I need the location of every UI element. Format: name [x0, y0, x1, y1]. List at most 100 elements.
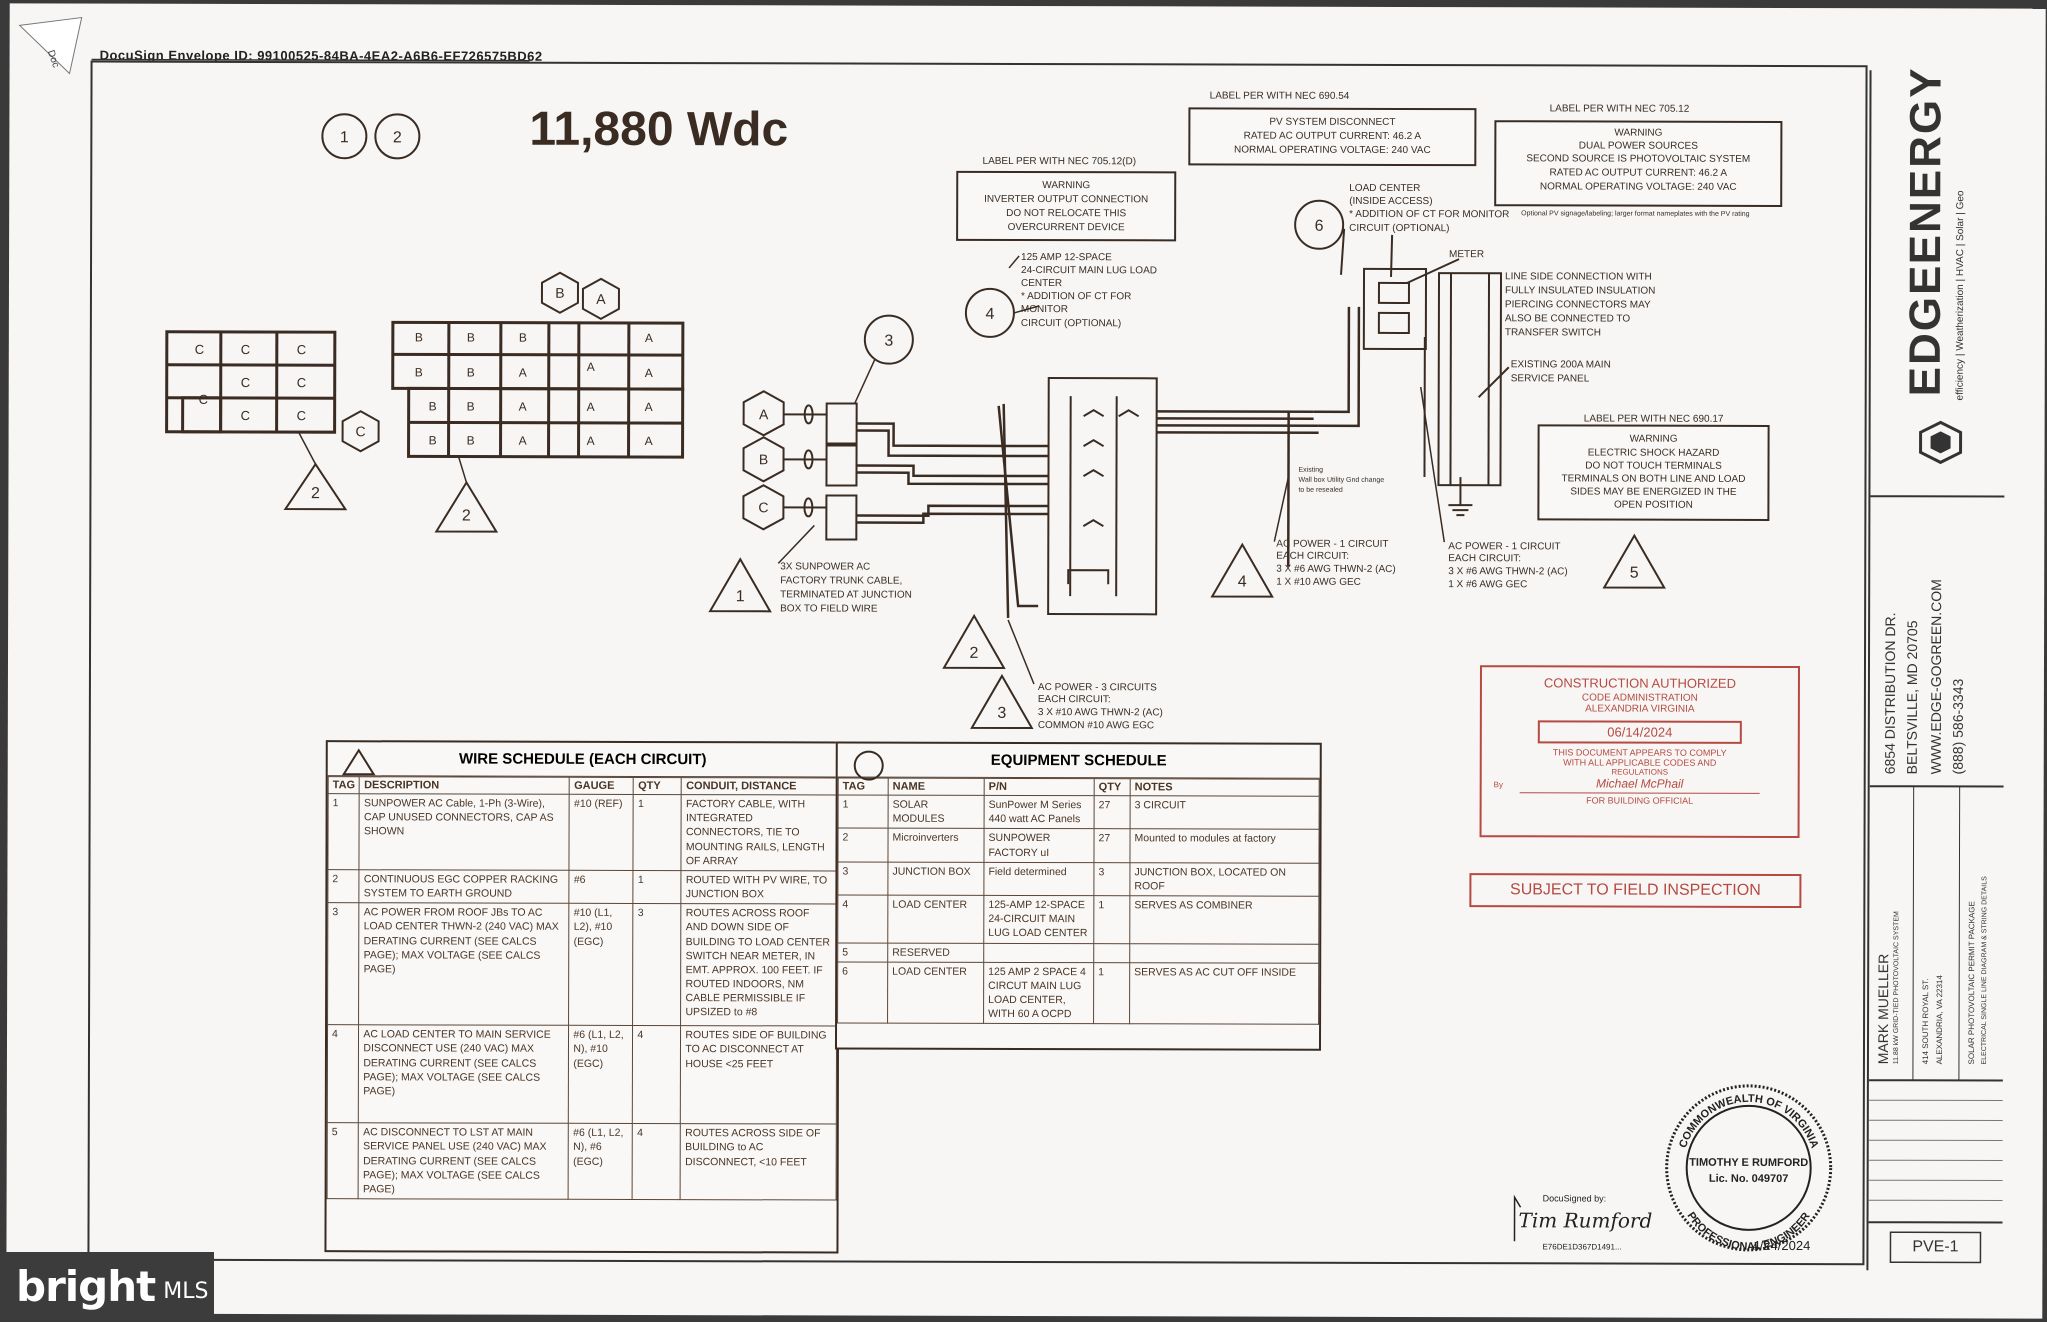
module-b-9: B: [467, 434, 475, 448]
ac2-l1: AC POWER - 1 CIRCUIT: [1448, 541, 1560, 552]
trunk-l3: TERMINATED AT JUNCTION: [780, 589, 912, 600]
pv-disc-head: LABEL PER WITH NEC 690.54: [1210, 90, 1350, 101]
ac1-l2: EACH CIRCUIT:: [1276, 551, 1349, 562]
signature-block: DocuSigned by: Tim Rumford E76DE1D367D14…: [1513, 1193, 1810, 1253]
phone: (888) 586-3343: [1949, 678, 1966, 775]
stamp-title: CONSTRUCTION AUTHORIZED: [1543, 675, 1737, 691]
field-inspection-stamp: SUBJECT TO FIELD INSPECTION: [1469, 873, 1802, 909]
ac3-l1: AC POWER - 3 CIRCUITS: [1038, 682, 1157, 693]
existing-ground-l1: Existing: [1298, 467, 1323, 474]
ac1-l4: 1 X #10 AWG GEC: [1276, 577, 1361, 588]
stamp-l1: CODE ADMINISTRATION: [1581, 692, 1698, 704]
tri-1: [708, 557, 772, 613]
equipment-schedule-title: EQUIPMENT SCHEDULE: [990, 751, 1167, 770]
lc-inside-l1: LOAD CENTER: [1349, 183, 1420, 194]
engineer-seal: COMMONWEALTH OF VIRGINIA PROFESSIONAL EN…: [1665, 1084, 1833, 1253]
module-a-10: A: [645, 434, 653, 448]
load-center-l4: * ADDITION OF CT FOR: [1021, 291, 1131, 302]
pv-disc-l1: PV SYSTEM DISCONNECT: [1269, 117, 1395, 128]
desc-line-2: ELECTRICAL SINGLE LINE DIAGRAM & STRING …: [1980, 876, 1989, 1065]
trunk-l1: 3X SUNPOWER AC: [780, 561, 870, 572]
website: WWW.EDGE-GOGREEN.COM: [1927, 579, 1945, 775]
col-qty: QTY: [633, 777, 682, 795]
warn-inverter-l1: INVERTER OUTPUT CONNECTION: [984, 194, 1148, 205]
module-a-6: A: [587, 400, 595, 414]
shock-hazard-box: [1537, 424, 1770, 521]
circle-tag-2: 2: [393, 129, 402, 146]
col-notes: NOTES: [1130, 778, 1320, 797]
line-side-l2: FULLY INSULATED INSULATION: [1505, 285, 1655, 296]
module-c-2: C: [241, 342, 250, 357]
circle-tag-1: 1: [340, 129, 349, 146]
signature-id: E76DE1D367D1491...: [1542, 1242, 1621, 1251]
tri-2-array-ab-label: 2: [462, 508, 471, 525]
existing-service-l2: SERVICE PANEL: [1511, 373, 1590, 384]
ac2-l4: 1 X #6 AWG GEC: [1448, 579, 1527, 590]
pv-disc-l3: NORMAL OPERATING VOLTAGE: 240 VAC: [1234, 145, 1431, 157]
ac2-l3: 3 X #6 AWG THWN-2 (AC): [1448, 566, 1567, 577]
module-a-1: A: [519, 366, 527, 380]
col-conduit: CONDUIT, DISTANCE: [681, 777, 838, 796]
load-center-l2: 24-CIRCUIT MAIN LUG LOAD: [1021, 265, 1157, 276]
sheet-number: PVE-1: [1912, 1238, 1959, 1256]
module-a-9: A: [587, 434, 595, 448]
tri-3-label: 3: [997, 705, 1006, 722]
warn-inverter-l2: DO NOT RELOCATE THIS: [1006, 208, 1126, 219]
existing-service-l1: EXISTING 200A MAIN: [1511, 359, 1611, 370]
tri-1-label: 1: [736, 588, 745, 605]
junction-boxes: [742, 390, 858, 541]
main-bus-runs: [1156, 306, 1361, 567]
dual-l4: NORMAL OPERATING VOLTAGE: 240 VAC: [1540, 181, 1737, 193]
ac1-l3: 3 X #6 AWG THWN-2 (AC): [1276, 564, 1395, 575]
wire-schedule-header: TAG DESCRIPTION GAUGE QTY CONDUIT, DISTA…: [328, 776, 838, 796]
title-block: EDGE ENERGY efficiency | Weatherization …: [1866, 66, 2006, 1271]
address-line-1: 6854 DISTRIBUTION DR.: [1881, 612, 1899, 775]
hex-a-label: A: [596, 291, 606, 307]
shock-l3: TERMINALS ON BOTH LINE AND LOAD: [1561, 473, 1745, 484]
shock-l4: SIDES MAY BE ENERGIZED IN THE: [1570, 486, 1737, 497]
stamp-l6: FOR BUILDING OFFICIAL: [1519, 792, 1760, 806]
lc-inside-l3: * ADDITION OF CT FOR MONITOR: [1349, 209, 1509, 220]
header-circle-tags: 1 2: [321, 113, 421, 160]
desc-line-1: SOLAR PHOTOVOLTAIC PERMIT PACKAGE: [1966, 901, 1977, 1065]
module-c-7: C: [241, 408, 250, 423]
corner-tab: Doc: [18, 16, 83, 75]
pv-disc-l2: RATED AC OUTPUT CURRENT: 46.2 A: [1244, 131, 1422, 142]
module-b-3: B: [519, 331, 527, 345]
module-c-5: C: [297, 375, 306, 390]
signature-text: Tim Rumford: [1519, 1208, 1653, 1232]
title-block-grid: [1868, 420, 2005, 1264]
shock-l5: OPEN POSITION: [1614, 500, 1693, 511]
dual-power-box: [1494, 120, 1783, 207]
plan-sheet: DocuSign Envelope ID: 99100525-84BA-4EA2…: [6, 3, 2046, 1319]
docusigned-label: DocuSigned by:: [1543, 1193, 1607, 1203]
module-c-4: C: [241, 375, 250, 390]
construction-authorized-stamp: CONSTRUCTION AUTHORIZED CODE ADMINISTRAT…: [1479, 665, 1800, 839]
tri-4-label: 4: [1238, 574, 1247, 591]
load-center-l5: MONITOR: [1021, 304, 1068, 315]
jb-c-label: C: [758, 499, 768, 515]
line-side-l5: TRANSFER SWITCH: [1505, 327, 1601, 338]
dual-l1: DUAL POWER SOURCES: [1579, 140, 1698, 151]
module-b-2: B: [467, 331, 475, 345]
circle-3: [863, 314, 914, 365]
client-name: MARK MUELLER: [1874, 953, 1892, 1065]
lc-inside-l2: (INSIDE ACCESS): [1349, 196, 1432, 207]
client-line-1: 11.88 kW GRID-TIED PHOTOVOLTAIC SYSTEM: [1892, 911, 1901, 1065]
col-name: NAME: [888, 778, 985, 796]
trunk-l2: FACTORY TRUNK CABLE,: [780, 575, 902, 586]
array-ab: [391, 320, 685, 459]
existing-ground-l2: Wall box Utility Gnd change: [1298, 477, 1384, 484]
seal-lic: Lic. No. 049707: [1709, 1173, 1789, 1185]
tri-2-array-ab: [434, 480, 499, 533]
mls-brand: bright: [16, 1261, 156, 1311]
client-line-3: ALEXANDRIA, VA 22314: [1934, 975, 1945, 1065]
